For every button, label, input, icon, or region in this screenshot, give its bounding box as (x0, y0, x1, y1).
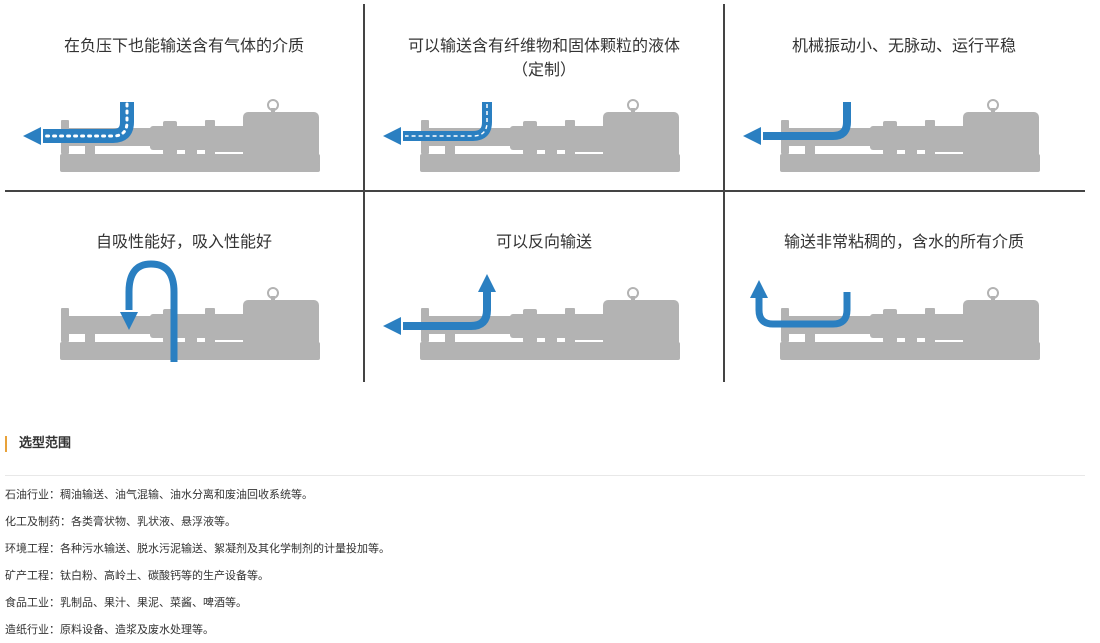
feature-caption-line: 自吸性能好，吸入性能好 (95, 232, 272, 251)
pump-illustration (23, 99, 320, 172)
feature-caption: 可以反向输送 (365, 230, 723, 254)
feature-cell: 机械振动小、无脉动、运行平稳 (725, 4, 1083, 190)
flow-path (43, 102, 134, 143)
feature-cell: 在负压下也能输送含有气体的介质 (5, 4, 363, 190)
pump-illustration (383, 99, 680, 172)
application-item: 环境工程：各种污水输送、脱水污泥输送、絮凝剂及其化学制剂的计量投加等。 (5, 542, 390, 555)
feature-caption: 自吸性能好，吸入性能好 (5, 230, 363, 254)
application-item: 矿产工程：钛白粉、高岭土、碳酸钙等的生产设备等。 (5, 569, 269, 582)
flow-arrowhead (120, 312, 138, 330)
section-divider (5, 475, 1085, 476)
grid-divider-horizontal (5, 190, 1085, 192)
feature-caption: 在负压下也能输送含有气体的介质 (5, 34, 363, 58)
flow-arrowhead (750, 280, 768, 298)
pump-body (60, 99, 320, 172)
feature-caption-line: 机械振动小、无脉动、运行平稳 (791, 36, 1016, 55)
pump-body (60, 287, 320, 360)
flow-arrowhead (23, 127, 41, 145)
application-list: 石油行业：稠油输送、油气混输、油水分离和废油回收系统等。化工及制药：各类膏状物、… (5, 481, 1085, 643)
feature-caption-line: 在负压下也能输送含有气体的介质 (63, 36, 304, 55)
feature-caption-note: （定制） (511, 60, 576, 79)
application-item: 造纸行业：原料设备、造浆及废水处理等。 (5, 623, 214, 636)
section-accent-bar (5, 436, 7, 452)
feature-cell: 自吸性能好，吸入性能好 (5, 192, 363, 378)
grid-divider-vertical-1 (363, 4, 365, 382)
section-title: 选型范围 (19, 436, 72, 451)
flow-arrowhead (383, 317, 401, 335)
feature-caption-line: 输送非常粘稠的，含水的所有介质 (783, 232, 1024, 251)
pump-body (420, 287, 680, 360)
application-item: 石油行业：稠油输送、油气混输、油水分离和废油回收系统等。 (5, 488, 313, 501)
flow-arrowhead (478, 274, 496, 292)
pump-illustration (383, 274, 680, 360)
feature-caption-line: 可以反向输送 (495, 232, 592, 251)
section-header: 选型范围 (5, 434, 1085, 454)
flow-arrowhead (383, 127, 401, 145)
pump-illustration (743, 99, 1040, 172)
flow-path (755, 292, 851, 328)
feature-caption: 可以输送含有纤维物和固体颗粒的液体 （定制） (365, 34, 723, 82)
application-item: 化工及制药：各类膏状物、乳状液、悬浮液等。 (5, 515, 236, 528)
feature-caption-line: 可以输送含有纤维物和固体颗粒的液体 (407, 36, 680, 55)
feature-cell: 可以反向输送 (365, 192, 723, 378)
flow-path (403, 292, 491, 330)
feature-caption: 机械振动小、无脉动、运行平稳 (725, 34, 1083, 58)
flow-arrowhead (743, 127, 761, 145)
application-item: 食品工业：乳制品、果汁、果泥、菜酱、啤酒等。 (5, 596, 247, 609)
grid-divider-vertical-2 (723, 4, 725, 382)
flow-path (403, 102, 492, 141)
flow-path (125, 260, 178, 362)
feature-grid: 在负压下也能输送含有气体的介质 可以输送含有纤维物和固体颗粒的液体 （定制） 机械振动… (5, 4, 1085, 382)
feature-cell: 可以输送含有纤维物和固体颗粒的液体 （定制） (365, 4, 723, 190)
flow-path (763, 102, 851, 140)
feature-caption: 输送非常粘稠的，含水的所有介质 (725, 230, 1083, 254)
pump-illustration (750, 280, 1040, 360)
pump-illustration (60, 260, 320, 362)
feature-cell: 输送非常粘稠的，含水的所有介质 (725, 192, 1083, 378)
